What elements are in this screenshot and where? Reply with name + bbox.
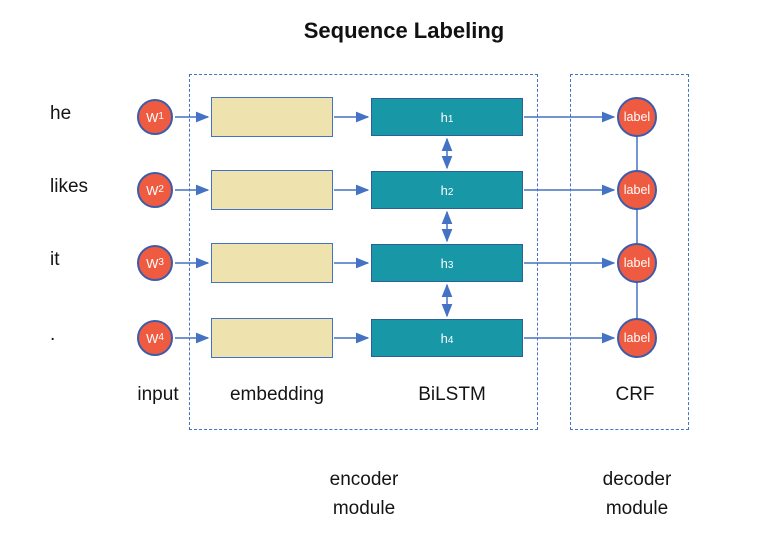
token-index: 4 — [158, 332, 164, 343]
decoder-module-label-line2: module — [605, 498, 669, 519]
column-label-bilstm: BiLSTM — [418, 384, 486, 405]
encoder-module-label-line2: module — [332, 498, 396, 519]
token-symbol: W — [146, 330, 159, 346]
token-symbol: W — [146, 255, 159, 271]
column-label-crf: CRF — [615, 384, 655, 405]
input-word-text: he — [50, 103, 72, 124]
encoder-module-boundary — [189, 74, 538, 430]
input-word-text: . — [50, 324, 56, 345]
embedding-box — [211, 170, 333, 210]
label-text: label — [623, 331, 651, 345]
label-text: label — [623, 110, 651, 124]
hidden-index: 1 — [447, 114, 454, 125]
decoder-module-boundary — [570, 74, 689, 430]
hidden-symbol: h — [440, 330, 448, 346]
crf-label-node: label — [617, 97, 657, 137]
embedding-box — [211, 243, 333, 283]
input-word-text: likes — [50, 176, 89, 197]
column-label-input: input — [137, 384, 179, 405]
encoder-module-label-line1: encoder — [329, 469, 399, 490]
input-word-text: it — [50, 249, 60, 270]
token-index: 3 — [158, 257, 164, 268]
hidden-symbol: h — [440, 182, 448, 198]
hidden-index: 2 — [447, 187, 454, 198]
token-index: 1 — [158, 111, 164, 122]
token-symbol: W — [146, 109, 159, 125]
diagram-title: Sequence Labeling — [303, 18, 505, 43]
column-label-embedding: embedding — [229, 384, 325, 405]
encoder-module-label: encoder module — [330, 465, 399, 523]
decoder-module-label: decoder module — [603, 465, 672, 523]
hidden-symbol: h — [440, 109, 448, 125]
embedding-box — [211, 97, 333, 137]
token-symbol: W — [146, 182, 159, 198]
embedding-box — [211, 318, 333, 358]
hidden-symbol: h — [440, 255, 448, 271]
crf-label-node: label — [617, 170, 657, 210]
label-text: label — [623, 256, 651, 270]
crf-label-node: label — [617, 243, 657, 283]
decoder-module-label-line1: decoder — [602, 469, 672, 490]
crf-label-node: label — [617, 318, 657, 358]
hidden-index: 4 — [447, 335, 454, 346]
label-text: label — [623, 183, 651, 197]
hidden-index: 3 — [447, 260, 454, 271]
token-index: 2 — [158, 184, 164, 195]
